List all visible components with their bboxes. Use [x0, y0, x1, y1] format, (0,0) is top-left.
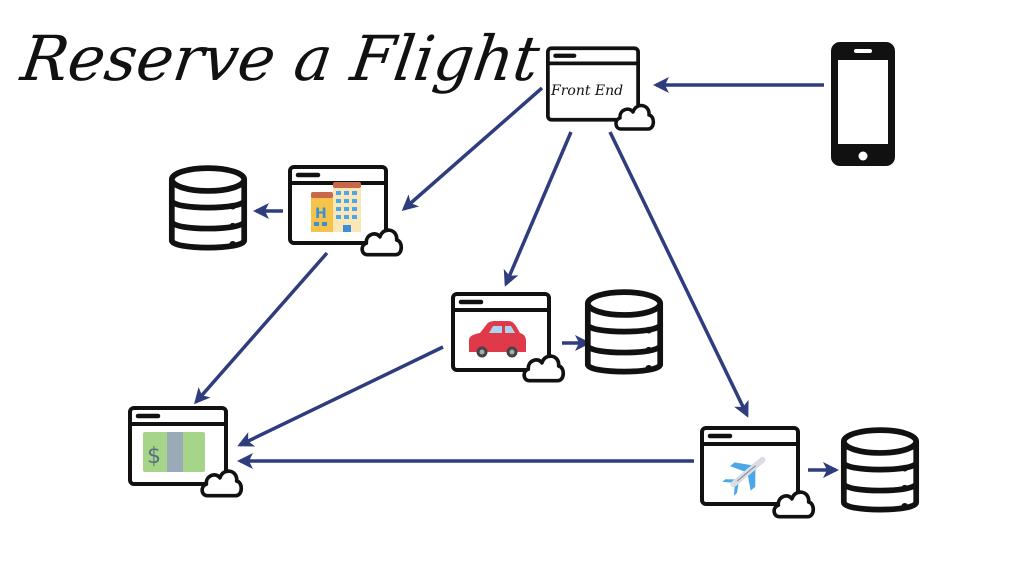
money-icon: $ — [143, 432, 205, 472]
svg-text:$: $ — [147, 444, 161, 469]
hotel-icon: H — [311, 182, 361, 232]
client-phone-node[interactable] — [831, 42, 895, 166]
edge-front-end-to-hotel — [401, 86, 544, 211]
airplane-icon — [722, 456, 766, 496]
edge-car-to-payment — [237, 345, 444, 447]
smartphone-icon — [831, 42, 895, 166]
svg-text:H: H — [315, 206, 327, 222]
front-end-label: Front End — [550, 83, 623, 99]
front-end-node[interactable]: Front End — [548, 48, 656, 131]
hotel-service-node[interactable]: H — [290, 167, 404, 257]
database-icon — [172, 168, 244, 248]
edge-hotel-to-payment — [194, 251, 329, 405]
car-service-node[interactable] — [453, 294, 566, 383]
flight-db-node[interactable] — [844, 430, 916, 510]
payment-service-node[interactable]: $ — [130, 408, 244, 498]
hotel-db-node[interactable] — [172, 168, 244, 248]
database-icon — [588, 292, 660, 372]
flight-service-node[interactable] — [702, 428, 816, 519]
car-icon — [469, 321, 526, 358]
edge-front-end-to-flight — [608, 131, 749, 418]
database-icon — [844, 430, 916, 510]
car-db-node[interactable] — [588, 292, 660, 372]
edge-front-end-to-car — [503, 131, 573, 287]
